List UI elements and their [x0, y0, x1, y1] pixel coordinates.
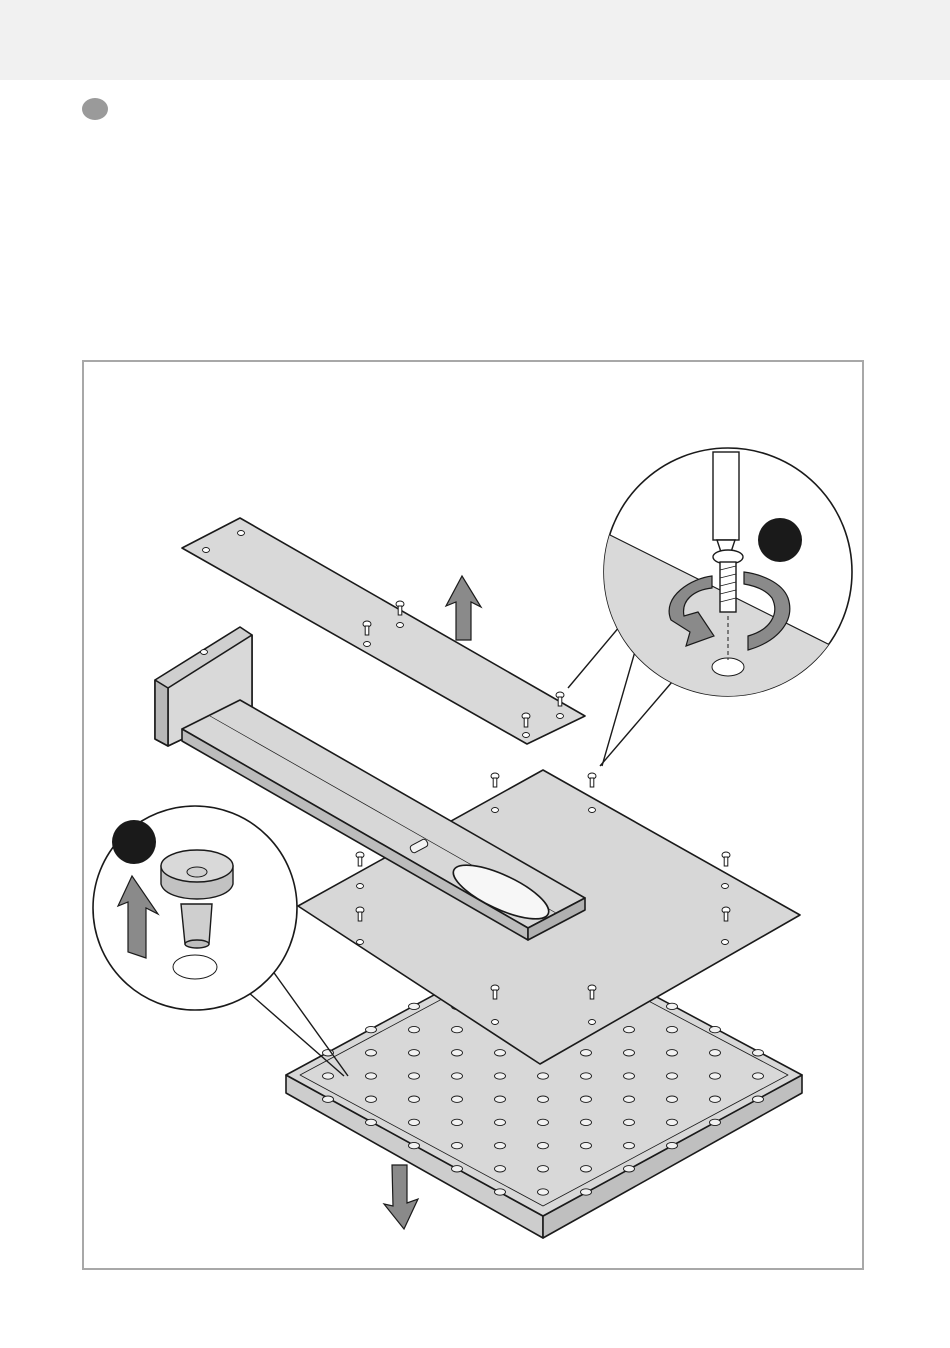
nozzle — [710, 1073, 721, 1079]
nozzle — [710, 1119, 721, 1125]
nozzle — [409, 1096, 420, 1102]
nozzle — [667, 1119, 678, 1125]
nozzle — [452, 1096, 463, 1102]
nozzle — [667, 1142, 678, 1148]
nozzle — [495, 1050, 506, 1056]
screw-detail — [600, 448, 860, 720]
nozzle — [538, 1096, 549, 1102]
nozzle — [409, 1050, 420, 1056]
nozzle — [624, 1142, 635, 1148]
nozzle-detail — [93, 806, 297, 1010]
nozzle — [366, 1096, 377, 1102]
nozzle — [538, 1166, 549, 1172]
nozzle — [538, 1142, 549, 1148]
up-arrow-icon — [446, 576, 481, 640]
nozzle — [667, 1073, 678, 1079]
nozzle — [366, 1050, 377, 1056]
nozzle — [581, 1142, 592, 1148]
nozzle — [366, 1073, 377, 1079]
down-arrow-icon — [384, 1165, 418, 1229]
nozzle — [495, 1119, 506, 1125]
nozzle — [452, 1050, 463, 1056]
nozzle — [753, 1073, 764, 1079]
nozzle — [624, 1073, 635, 1079]
nozzle — [581, 1189, 592, 1195]
nozzle — [667, 1003, 678, 1009]
nozzle — [581, 1096, 592, 1102]
nozzle — [409, 1073, 420, 1079]
nozzle — [323, 1096, 334, 1102]
nozzle — [452, 1119, 463, 1125]
nozzle — [495, 1096, 506, 1102]
nozzle — [581, 1073, 592, 1079]
nozzle — [452, 1026, 463, 1032]
callout-marker-nozzle — [112, 820, 156, 864]
nozzle — [452, 1073, 463, 1079]
nozzle — [710, 1026, 721, 1032]
nozzle — [624, 1050, 635, 1056]
nozzle — [624, 1096, 635, 1102]
nozzle — [366, 1026, 377, 1032]
nozzle — [366, 1119, 377, 1125]
nozzle — [452, 1166, 463, 1172]
nozzle — [409, 1026, 420, 1032]
nozzle — [710, 1096, 721, 1102]
nozzle — [581, 1050, 592, 1056]
nozzle — [538, 1119, 549, 1125]
nozzle — [409, 1119, 420, 1125]
nozzle — [753, 1096, 764, 1102]
nozzle — [452, 1142, 463, 1148]
nozzle — [753, 1050, 764, 1056]
nozzle — [538, 1073, 549, 1079]
callout-marker-screw — [758, 518, 802, 562]
nozzle — [710, 1050, 721, 1056]
nozzle — [495, 1166, 506, 1172]
nozzle — [624, 1026, 635, 1032]
nozzle — [667, 1026, 678, 1032]
nozzle — [495, 1189, 506, 1195]
nozzle — [667, 1050, 678, 1056]
nozzle — [409, 1003, 420, 1009]
nozzle — [624, 1166, 635, 1172]
nozzle — [323, 1073, 334, 1079]
nozzle — [667, 1096, 678, 1102]
nozzle — [624, 1119, 635, 1125]
nozzle — [409, 1142, 420, 1148]
nozzle — [581, 1119, 592, 1125]
nozzle — [581, 1166, 592, 1172]
nozzle — [495, 1142, 506, 1148]
nozzle — [538, 1189, 549, 1195]
nozzle — [495, 1073, 506, 1079]
